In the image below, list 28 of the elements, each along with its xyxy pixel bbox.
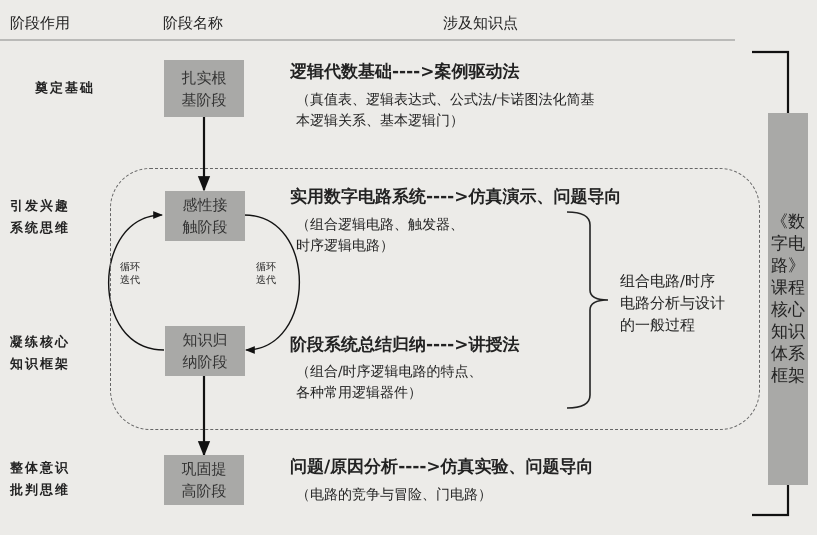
knowledge-detail: （组合逻辑电路、触发器、时序逻辑电路） bbox=[296, 216, 465, 256]
arrow bbox=[198, 375, 210, 457]
edge-label: 循环迭代 bbox=[256, 260, 278, 286]
stage-box: 知识归纳阶段 bbox=[165, 326, 245, 376]
stage-box: 感性接触阶段 bbox=[165, 191, 245, 241]
stage-role: 奠定基础 bbox=[35, 80, 96, 98]
stage-role: 引发兴趣系统思维 bbox=[10, 198, 71, 238]
stage-box: 巩固提高阶段 bbox=[164, 455, 244, 505]
column-header: 阶段名称 bbox=[163, 14, 224, 33]
framework-bar: 《数字电路》课程核心知识体系框架 bbox=[768, 113, 808, 485]
knowledge-heading: 问题/原因分析---->仿真实验、问题导向 bbox=[290, 456, 595, 479]
knowledge-detail: （电路的竞争与冒险、门电路） bbox=[296, 486, 493, 505]
stage-role: 凝练核心知识框架 bbox=[10, 334, 71, 374]
knowledge-heading: 阶段系统总结归纳---->讲授法 bbox=[290, 334, 520, 357]
knowledge-heading: 实用数字电路系统---->仿真演示、问题导向 bbox=[290, 186, 622, 209]
arrow bbox=[198, 117, 210, 192]
edge-label: 循环迭代 bbox=[120, 260, 142, 286]
column-header: 阶段作用 bbox=[10, 14, 71, 33]
stage-role: 整体意识批判思维 bbox=[10, 460, 71, 500]
knowledge-heading: 逻辑代数基础---->案例驱动法 bbox=[290, 61, 520, 84]
stage-box: 扎实根基阶段 bbox=[164, 60, 244, 117]
arrow bbox=[108, 212, 164, 351]
knowledge-detail: （组合/时序逻辑电路的特点、各种常用逻辑器件） bbox=[296, 363, 484, 403]
knowledge-detail: （真值表、逻辑表达式、公式法/卡诺图法化简基本逻辑关系、基本逻辑门） bbox=[296, 91, 596, 131]
column-header: 涉及知识点 bbox=[443, 14, 519, 33]
dashed-region bbox=[110, 168, 760, 430]
arrow bbox=[244, 214, 300, 352]
brace-note: 组合电路/时序电路分析与设计的一般过程 bbox=[620, 271, 726, 336]
